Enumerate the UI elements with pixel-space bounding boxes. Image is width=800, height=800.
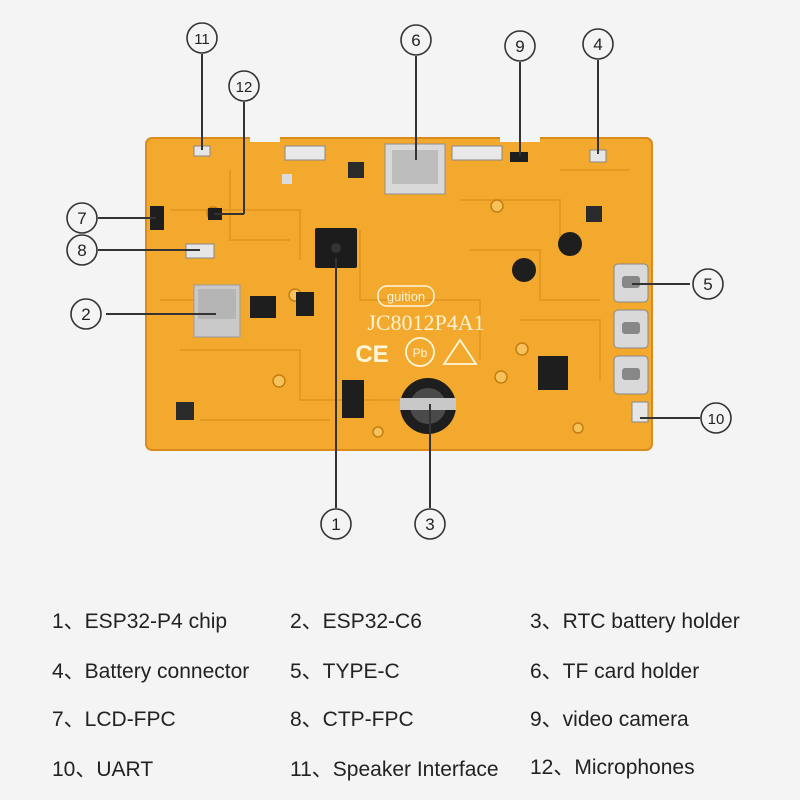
callout-4: 4 xyxy=(582,28,614,60)
board-diagram: guition JC8012P4A1 CE Pb 1 2 xyxy=(66,22,732,540)
callouts: 1 2 3 4 5 6 7 8 xyxy=(66,22,732,540)
cert-ce: CE xyxy=(355,341,388,368)
legend-item-2: 2、ESP32-C6 xyxy=(290,610,422,633)
callout-9: 9 xyxy=(504,30,536,62)
leader-lines xyxy=(98,54,700,508)
legend-item-1: 1、ESP32-P4 chip xyxy=(52,610,228,633)
legend-item-9: 9、video camera xyxy=(530,708,689,731)
legend-item-11: 11、Speaker Interface xyxy=(290,758,499,781)
cert-ukca-mark xyxy=(442,338,478,365)
pcb-board xyxy=(145,136,653,451)
callout-7: 7 xyxy=(66,202,98,234)
cert-pb-ring xyxy=(405,337,435,367)
callout-6-number: 6 xyxy=(411,31,420,50)
cert-pb: Pb xyxy=(413,346,428,360)
callout-2: 2 xyxy=(70,298,102,330)
rtc-battery-holder xyxy=(400,378,456,434)
brand-logo: guition xyxy=(387,289,425,304)
callout-8: 8 xyxy=(66,234,98,266)
legend-item-5: 5、TYPE-C xyxy=(290,660,400,683)
callout-5-number: 5 xyxy=(703,275,712,294)
legend-item-3: 3、RTC battery holder xyxy=(530,610,740,633)
legend-item-12: 12、Microphones xyxy=(530,756,695,779)
legend-item-7: 7、LCD-FPC xyxy=(52,708,176,731)
legend-item-6: 6、TF card holder xyxy=(530,660,700,683)
silkscreen: guition JC8012P4A1 CE Pb xyxy=(355,285,485,368)
legend: 1、ESP32-P4 chip 2、ESP32-C6 3、RTC battery… xyxy=(0,560,800,800)
model-silk: JC8012P4A1 xyxy=(367,310,484,335)
legend-item-4: 4、Battery connector xyxy=(52,660,250,683)
callout-11: 11 xyxy=(186,22,218,54)
callout-9-number: 9 xyxy=(515,37,524,56)
components xyxy=(150,143,649,434)
callout-5: 5 xyxy=(692,268,724,300)
callout-11-number: 11 xyxy=(194,31,210,48)
callout-3-number: 3 xyxy=(425,515,434,534)
callout-2-number: 2 xyxy=(81,305,90,324)
callout-6: 6 xyxy=(400,24,432,56)
callout-3: 3 xyxy=(414,508,446,540)
camera-connector xyxy=(510,152,528,162)
lcd-fpc-connector xyxy=(150,206,164,230)
callout-4-number: 4 xyxy=(593,35,602,54)
callout-8-number: 8 xyxy=(77,241,86,260)
callout-7-number: 7 xyxy=(77,209,86,228)
legend-item-8: 8、CTP-FPC xyxy=(290,708,414,731)
callout-10-number: 10 xyxy=(708,411,725,428)
callout-12: 12 xyxy=(228,70,260,102)
legend-item-10: 10、UART xyxy=(52,758,154,781)
callout-1: 1 xyxy=(320,508,352,540)
callout-1-number: 1 xyxy=(331,515,340,534)
callout-10: 10 xyxy=(700,402,732,434)
board-svg: guition JC8012P4A1 CE Pb 1 2 xyxy=(66,22,732,540)
callout-12-number: 12 xyxy=(236,79,253,96)
